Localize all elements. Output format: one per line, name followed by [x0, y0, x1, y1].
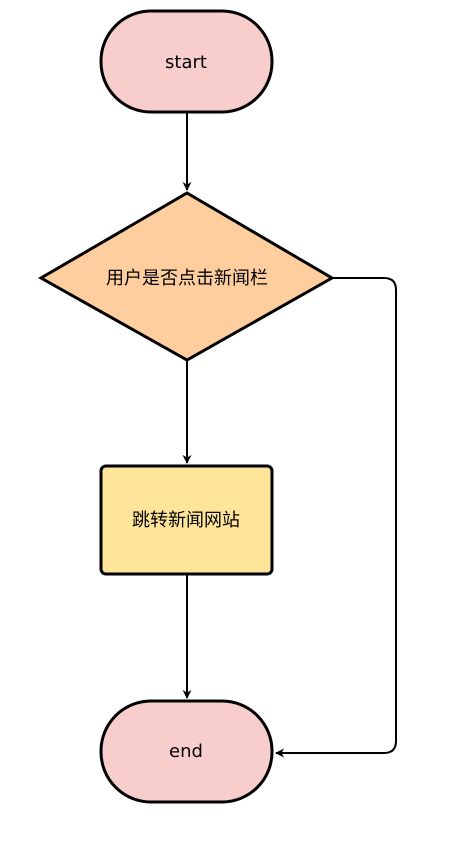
end-node-shape	[99, 699, 274, 804]
decision-node: 用户是否点击新闻栏	[37, 191, 336, 362]
decision-node-label: 用户是否点击新闻栏	[106, 268, 268, 289]
start-node-label: start	[165, 52, 207, 73]
process-node-shape	[99, 464, 274, 576]
end-node: end	[99, 699, 274, 804]
edge-decision-no-to-end	[275, 277, 397, 758]
start-node: start	[99, 9, 274, 114]
process-node: 跳转新闻网站	[99, 464, 274, 576]
edges	[182, 113, 397, 758]
decision-node-shape	[37, 191, 336, 362]
start-node-shape	[99, 9, 274, 114]
process-node-label: 跳转新闻网站	[132, 510, 240, 531]
end-node-label: end	[169, 741, 203, 762]
